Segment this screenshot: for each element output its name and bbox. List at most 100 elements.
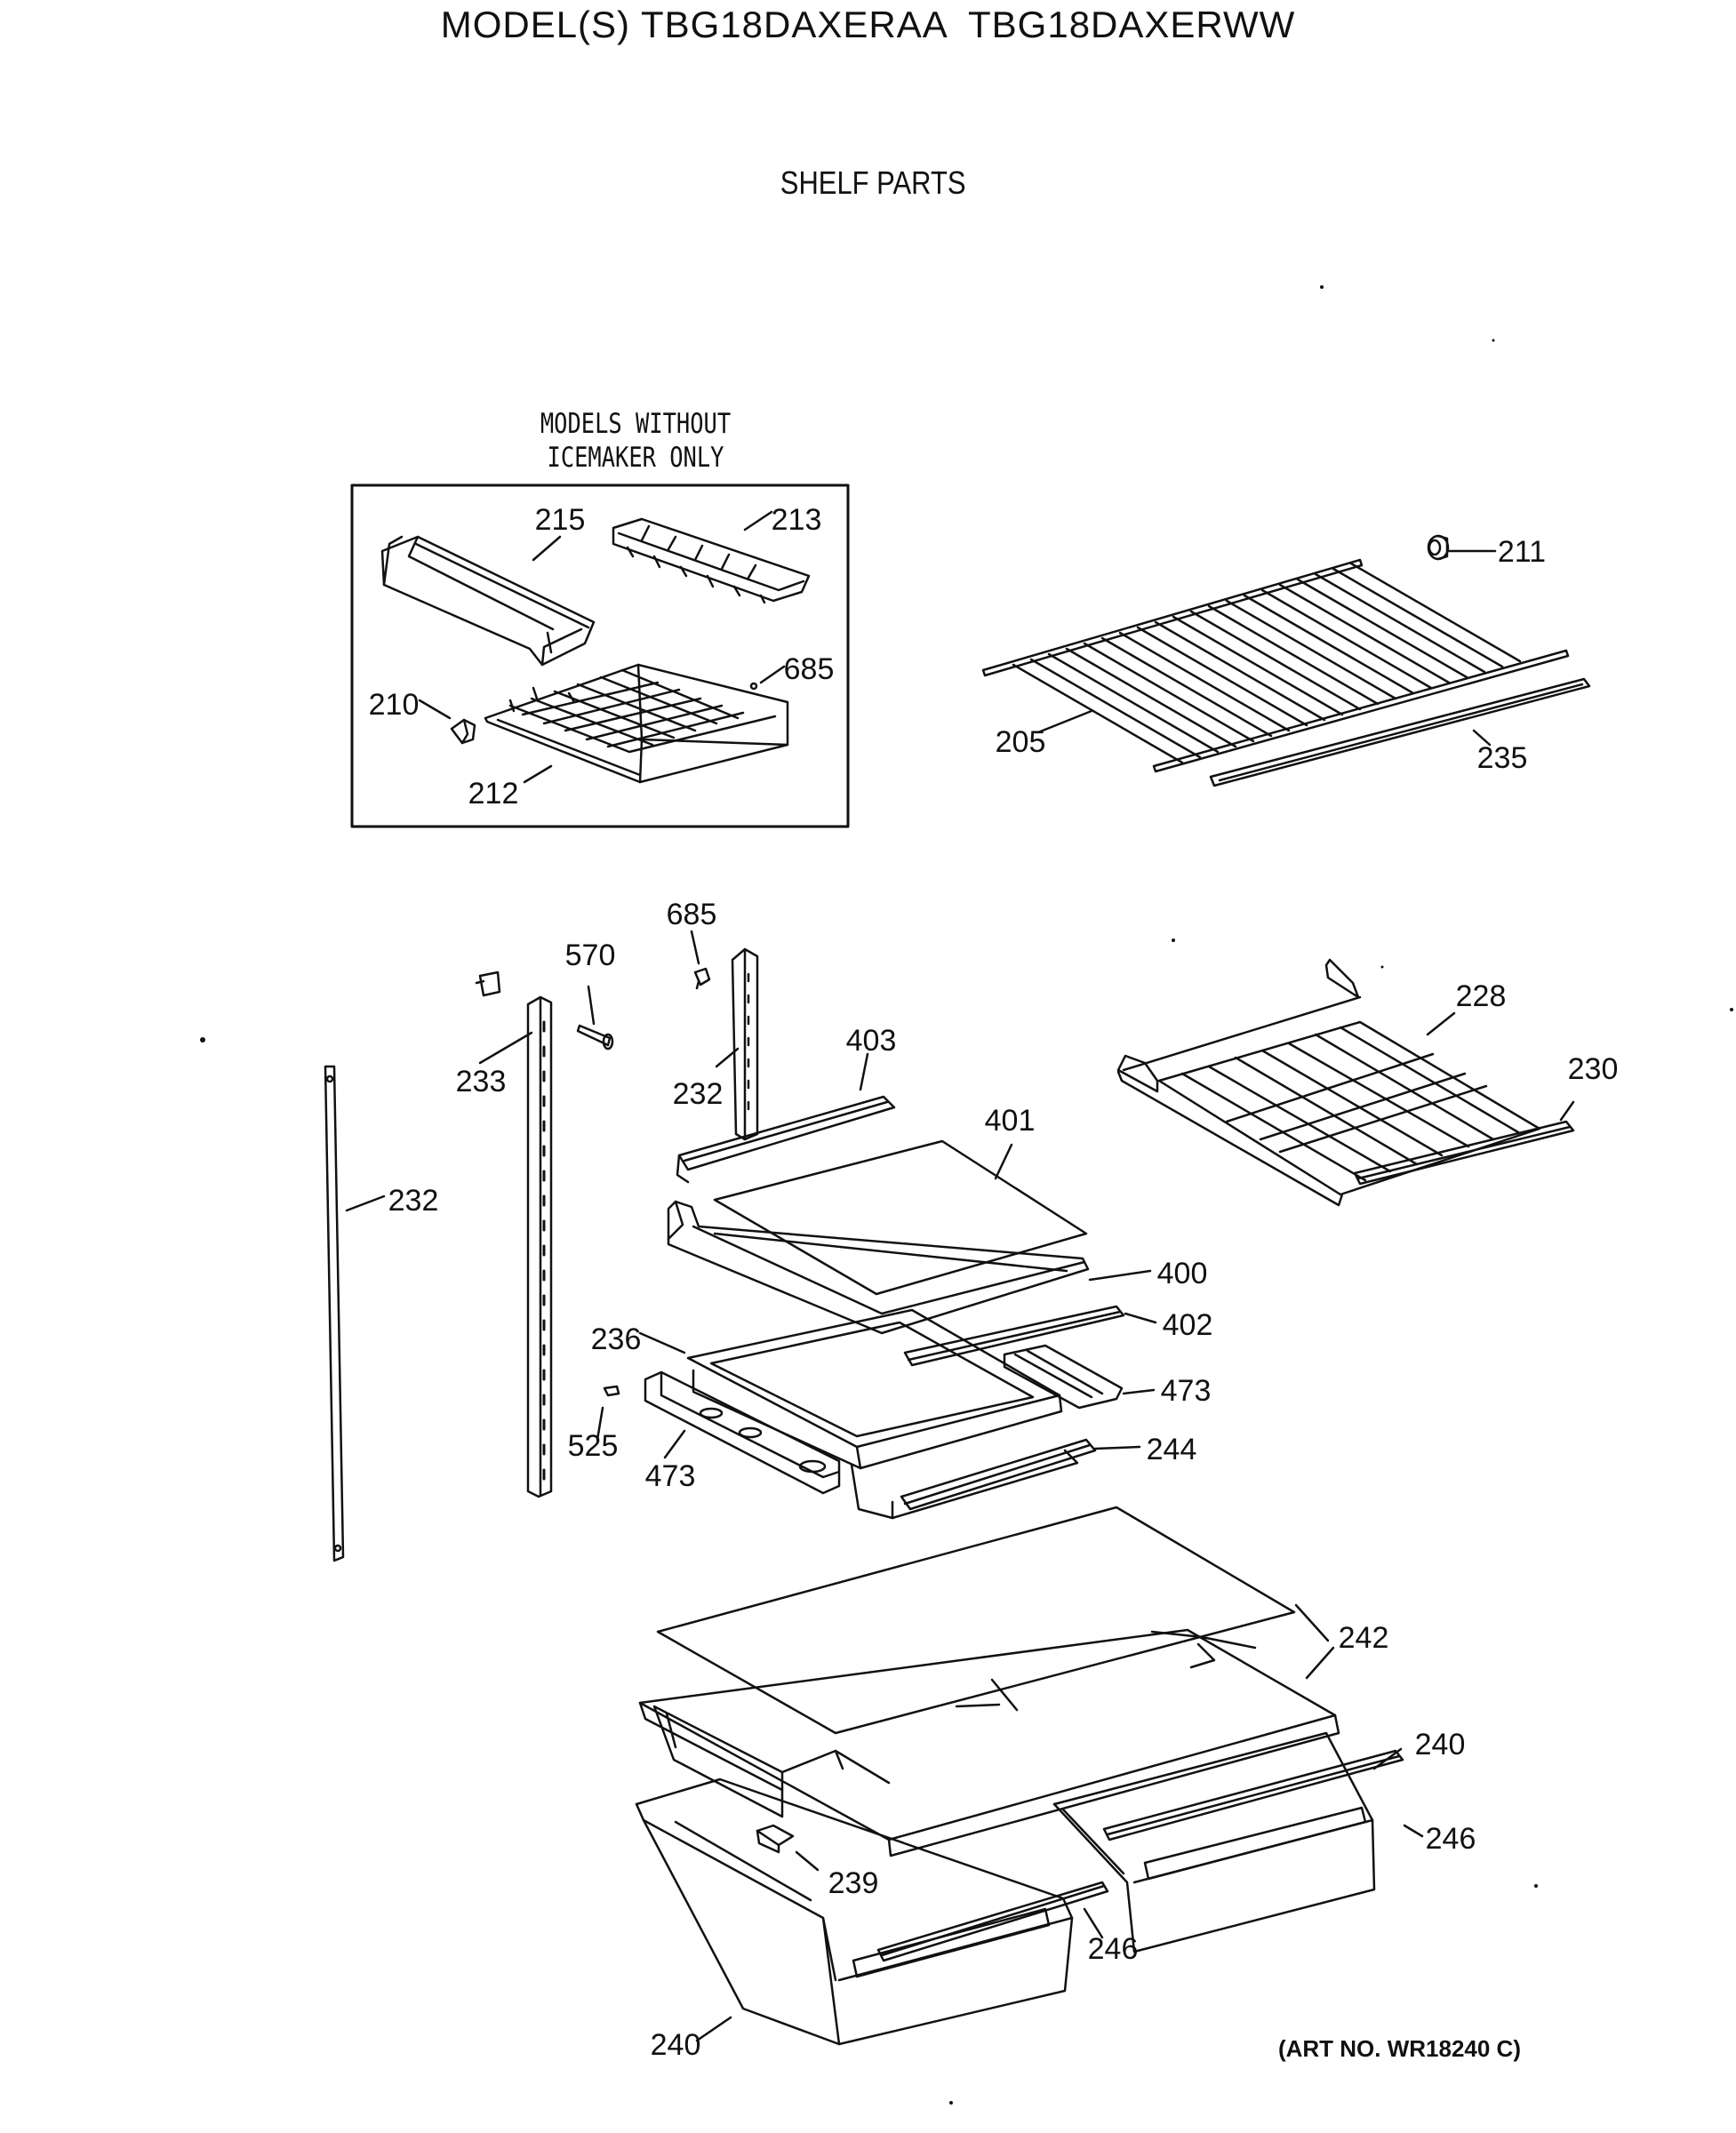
crisper-pan-drawing xyxy=(686,1308,1063,1470)
callout-228: 228 xyxy=(1456,979,1507,1013)
callout-232-mid: 232 xyxy=(673,1077,724,1111)
callout-246-left: 246 xyxy=(1088,1932,1139,1966)
leader-242-b xyxy=(1305,1646,1335,1680)
drawer-subframe-drawing xyxy=(652,1705,891,1818)
leader-212 xyxy=(523,764,553,784)
callout-402: 402 xyxy=(1163,1308,1213,1342)
art-number: (ART NO. WR18240 C) xyxy=(1277,2035,1521,2062)
handle-246-left-drawing xyxy=(876,1881,1109,1962)
leader-246-right xyxy=(1403,1824,1424,1838)
leader-685 xyxy=(690,930,700,965)
callout-211: 211 xyxy=(1498,535,1546,569)
inset-caption: MODELS WITHOUT ICEMAKER ONLY xyxy=(519,407,752,475)
leader-232-mid xyxy=(715,1047,740,1068)
cover-frame-drawing xyxy=(638,1628,1340,1857)
leader-403 xyxy=(859,1052,869,1091)
callout-403: 403 xyxy=(846,1024,897,1058)
callout-215: 215 xyxy=(535,503,586,537)
callout-210: 210 xyxy=(369,688,420,722)
callout-233: 233 xyxy=(456,1065,507,1098)
shelf-trim-drawing xyxy=(1209,677,1591,787)
model-title: MODEL(S) TBG18DAXERAA TBG18DAXERWW xyxy=(440,4,1296,45)
leader-228 xyxy=(1426,1011,1456,1036)
callout-230: 230 xyxy=(1568,1052,1619,1086)
leader-236 xyxy=(638,1331,686,1354)
leader-240-right xyxy=(1372,1747,1403,1770)
crisper-pan-right-drawing xyxy=(1052,1731,1376,1953)
front-trim-402-drawing xyxy=(903,1305,1125,1367)
screw-525-drawing xyxy=(603,1385,620,1397)
callout-525: 525 xyxy=(568,1429,619,1463)
callout-213: 213 xyxy=(772,503,822,537)
leader-235 xyxy=(1472,729,1492,747)
slide-473-left-drawing xyxy=(644,1370,841,1495)
glass-panel-drawing xyxy=(713,1139,1088,1296)
shelf-cap-drawing xyxy=(1427,534,1450,561)
leader-525 xyxy=(596,1406,604,1442)
inset-caption-line-2: ICEMAKER ONLY xyxy=(547,442,724,474)
inset-frame xyxy=(350,483,850,828)
wire-shelf-drawing xyxy=(981,558,1570,773)
leader-233 xyxy=(478,1031,533,1065)
slotted-upright-drawing xyxy=(526,995,553,1498)
callout-246-right: 246 xyxy=(1426,1822,1476,1856)
leader-473-left xyxy=(663,1429,686,1459)
drawer-tray-drawing xyxy=(850,1449,1079,1520)
callout-232-left: 232 xyxy=(388,1184,439,1218)
leader-401 xyxy=(994,1143,1013,1180)
callout-473-right: 473 xyxy=(1161,1374,1212,1408)
long-rail-drawing xyxy=(324,1065,345,1562)
callout-401: 401 xyxy=(985,1104,1036,1138)
callout-244: 244 xyxy=(1147,1433,1197,1466)
leader-402 xyxy=(1124,1312,1157,1324)
rail-bracket-drawing xyxy=(475,971,501,997)
leader-239 xyxy=(795,1850,820,1872)
callout-240-right: 240 xyxy=(1415,1728,1466,1762)
callout-242: 242 xyxy=(1339,1621,1389,1655)
callout-235: 235 xyxy=(1477,741,1528,775)
leader-210 xyxy=(418,699,452,720)
leader-205 xyxy=(1036,709,1093,734)
leader-473-right xyxy=(1122,1388,1156,1395)
shelf-trim-edge xyxy=(1218,683,1584,782)
callout-685: 685 xyxy=(667,898,717,931)
leader-215 xyxy=(532,535,562,562)
crisper-cover-glass-drawing xyxy=(656,1506,1296,1735)
print-specks xyxy=(200,285,1733,2105)
leader-685-inset xyxy=(759,665,786,684)
stop-knob-drawing xyxy=(450,718,476,745)
callout-205: 205 xyxy=(996,725,1046,759)
front-trim-403-drawing xyxy=(676,1095,896,1184)
screw-570-drawing xyxy=(576,1024,614,1051)
leader-246-left xyxy=(1083,1907,1104,1939)
leader-240-left xyxy=(695,2016,732,2042)
ice-tray-drawing xyxy=(612,517,811,604)
leader-400 xyxy=(1088,1269,1152,1282)
short-rail-drawing xyxy=(731,947,759,1141)
callout-236: 236 xyxy=(591,1322,642,1356)
ice-bin-drawing xyxy=(380,535,596,667)
leader-244 xyxy=(1093,1445,1141,1450)
leader-242-a xyxy=(1294,1603,1330,1642)
callout-473-left: 473 xyxy=(645,1459,696,1493)
leader-232-left xyxy=(345,1194,386,1212)
leader-230 xyxy=(1559,1100,1575,1122)
section-title: SHELF PARTS xyxy=(780,164,966,201)
callout-239: 239 xyxy=(828,1866,879,1900)
leader-213 xyxy=(743,510,773,531)
callout-240-left: 240 xyxy=(651,2028,701,2062)
front-trim-230-drawing xyxy=(1353,1120,1575,1186)
inset-screw-drawing xyxy=(749,682,758,691)
support-bar-239-drawing xyxy=(756,1824,795,1854)
front-trim-244-drawing xyxy=(900,1438,1097,1511)
leader-570 xyxy=(587,985,596,1026)
callout-570: 570 xyxy=(565,939,616,972)
inset-caption-line-1: MODELS WITHOUT xyxy=(540,408,732,440)
shelf-frame-drawing xyxy=(667,1200,1090,1335)
handle-246-right-drawing xyxy=(1102,1749,1404,1841)
slide-473-right-drawing xyxy=(1003,1344,1124,1410)
callout-685-inset: 685 xyxy=(784,652,835,686)
ice-shelf-drawing xyxy=(484,663,789,784)
